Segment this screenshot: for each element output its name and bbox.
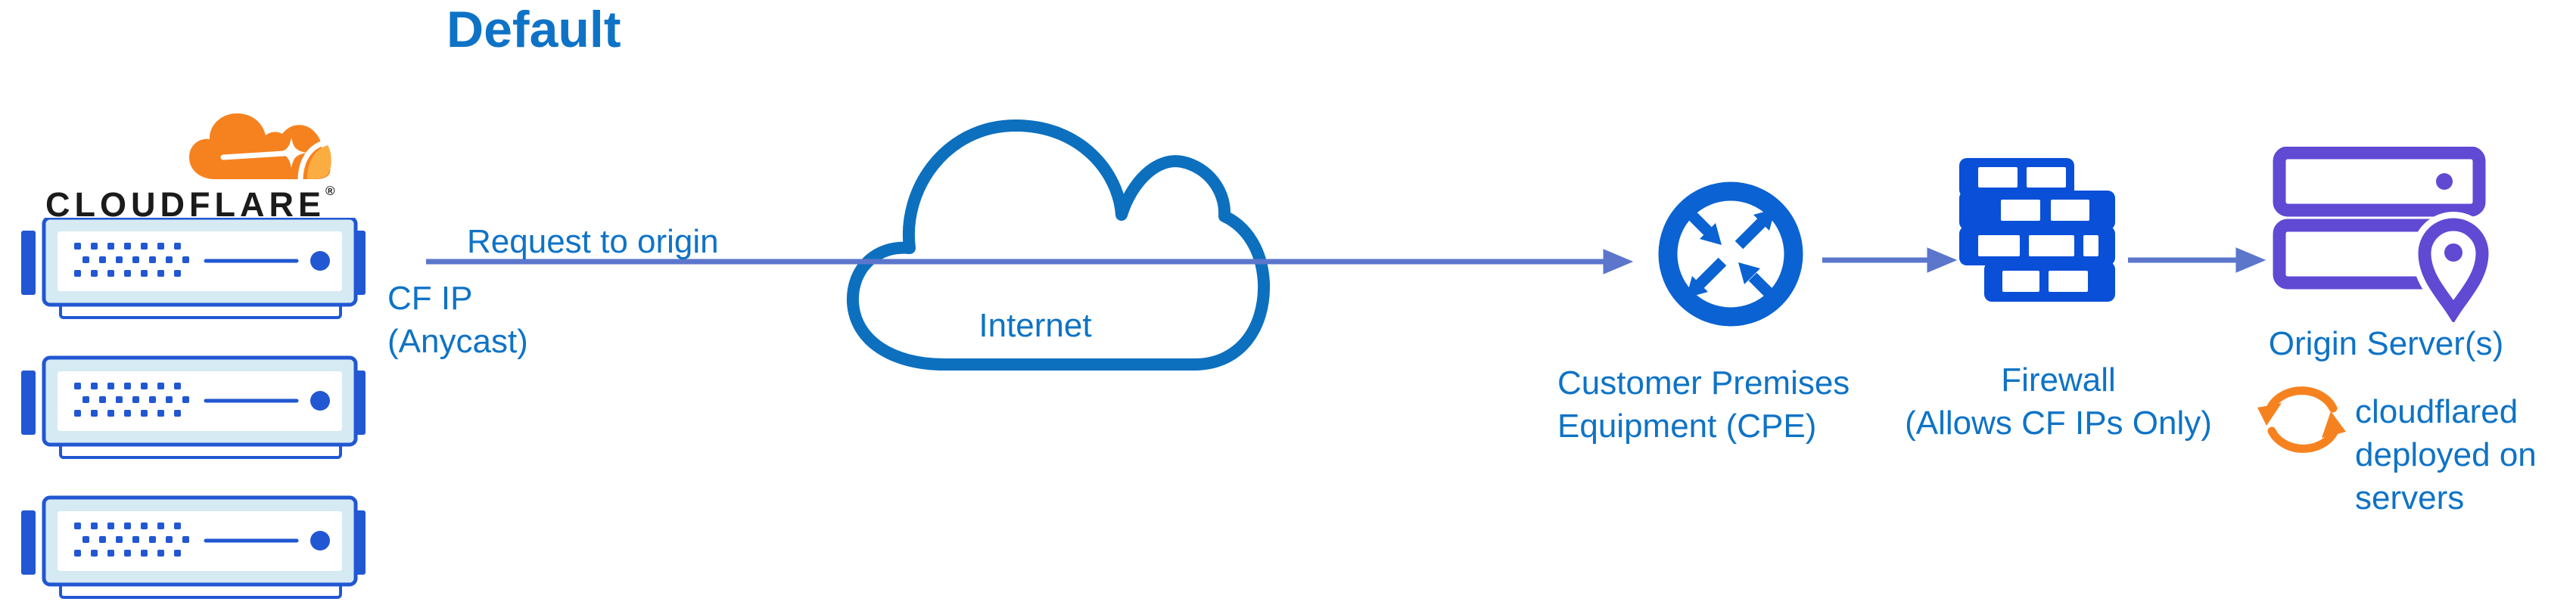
cpe-router-icon	[1658, 181, 1803, 327]
cf-ip-anycast-label: CF IP (Anycast)	[387, 277, 528, 363]
firewall-label-line1: Firewall	[2001, 361, 2116, 398]
firewall-label-line2: (Allows CF IPs Only)	[1905, 405, 2212, 442]
origin-server-icon	[2273, 147, 2496, 322]
cloudflared-line2: deployed on	[2355, 436, 2537, 473]
cpe-label-line2: Equipment (CPE)	[1557, 408, 1817, 445]
cloudflared-line3: servers	[2355, 479, 2465, 516]
cf-ip-line: CF IP	[387, 280, 473, 317]
firewall-label: Firewall (Allows CF IPs Only)	[1869, 358, 2248, 445]
cloudflare-logo-icon	[189, 113, 331, 181]
firewall-brick-icon	[1959, 158, 2115, 302]
origin-server-label: Origin Server(s)	[2268, 325, 2504, 362]
cpe-label-line1: Customer Premises	[1557, 364, 1850, 402]
internet-label: Internet	[978, 307, 1092, 344]
cloudflare-wordmark: CLOUDFLARE®	[45, 184, 335, 225]
cloudflared-annotation: cloudflared deployed on servers	[2355, 390, 2537, 519]
location-pin-icon	[2418, 218, 2489, 322]
request-arrow-head	[1603, 249, 1634, 274]
cloudflare-wordmark-text: CLOUDFLARE	[45, 185, 325, 224]
cpe-label: Customer Premises Equipment (CPE)	[1557, 361, 1850, 448]
request-to-origin-label: Request to origin	[467, 223, 719, 260]
anycast-line: (Anycast)	[387, 323, 528, 360]
page-title: Default	[446, 1, 621, 58]
cloudflared-line1: cloudflared	[2355, 393, 2518, 430]
cloudflared-sync-icon	[2257, 386, 2346, 453]
registered-trademark: ®	[325, 184, 335, 198]
